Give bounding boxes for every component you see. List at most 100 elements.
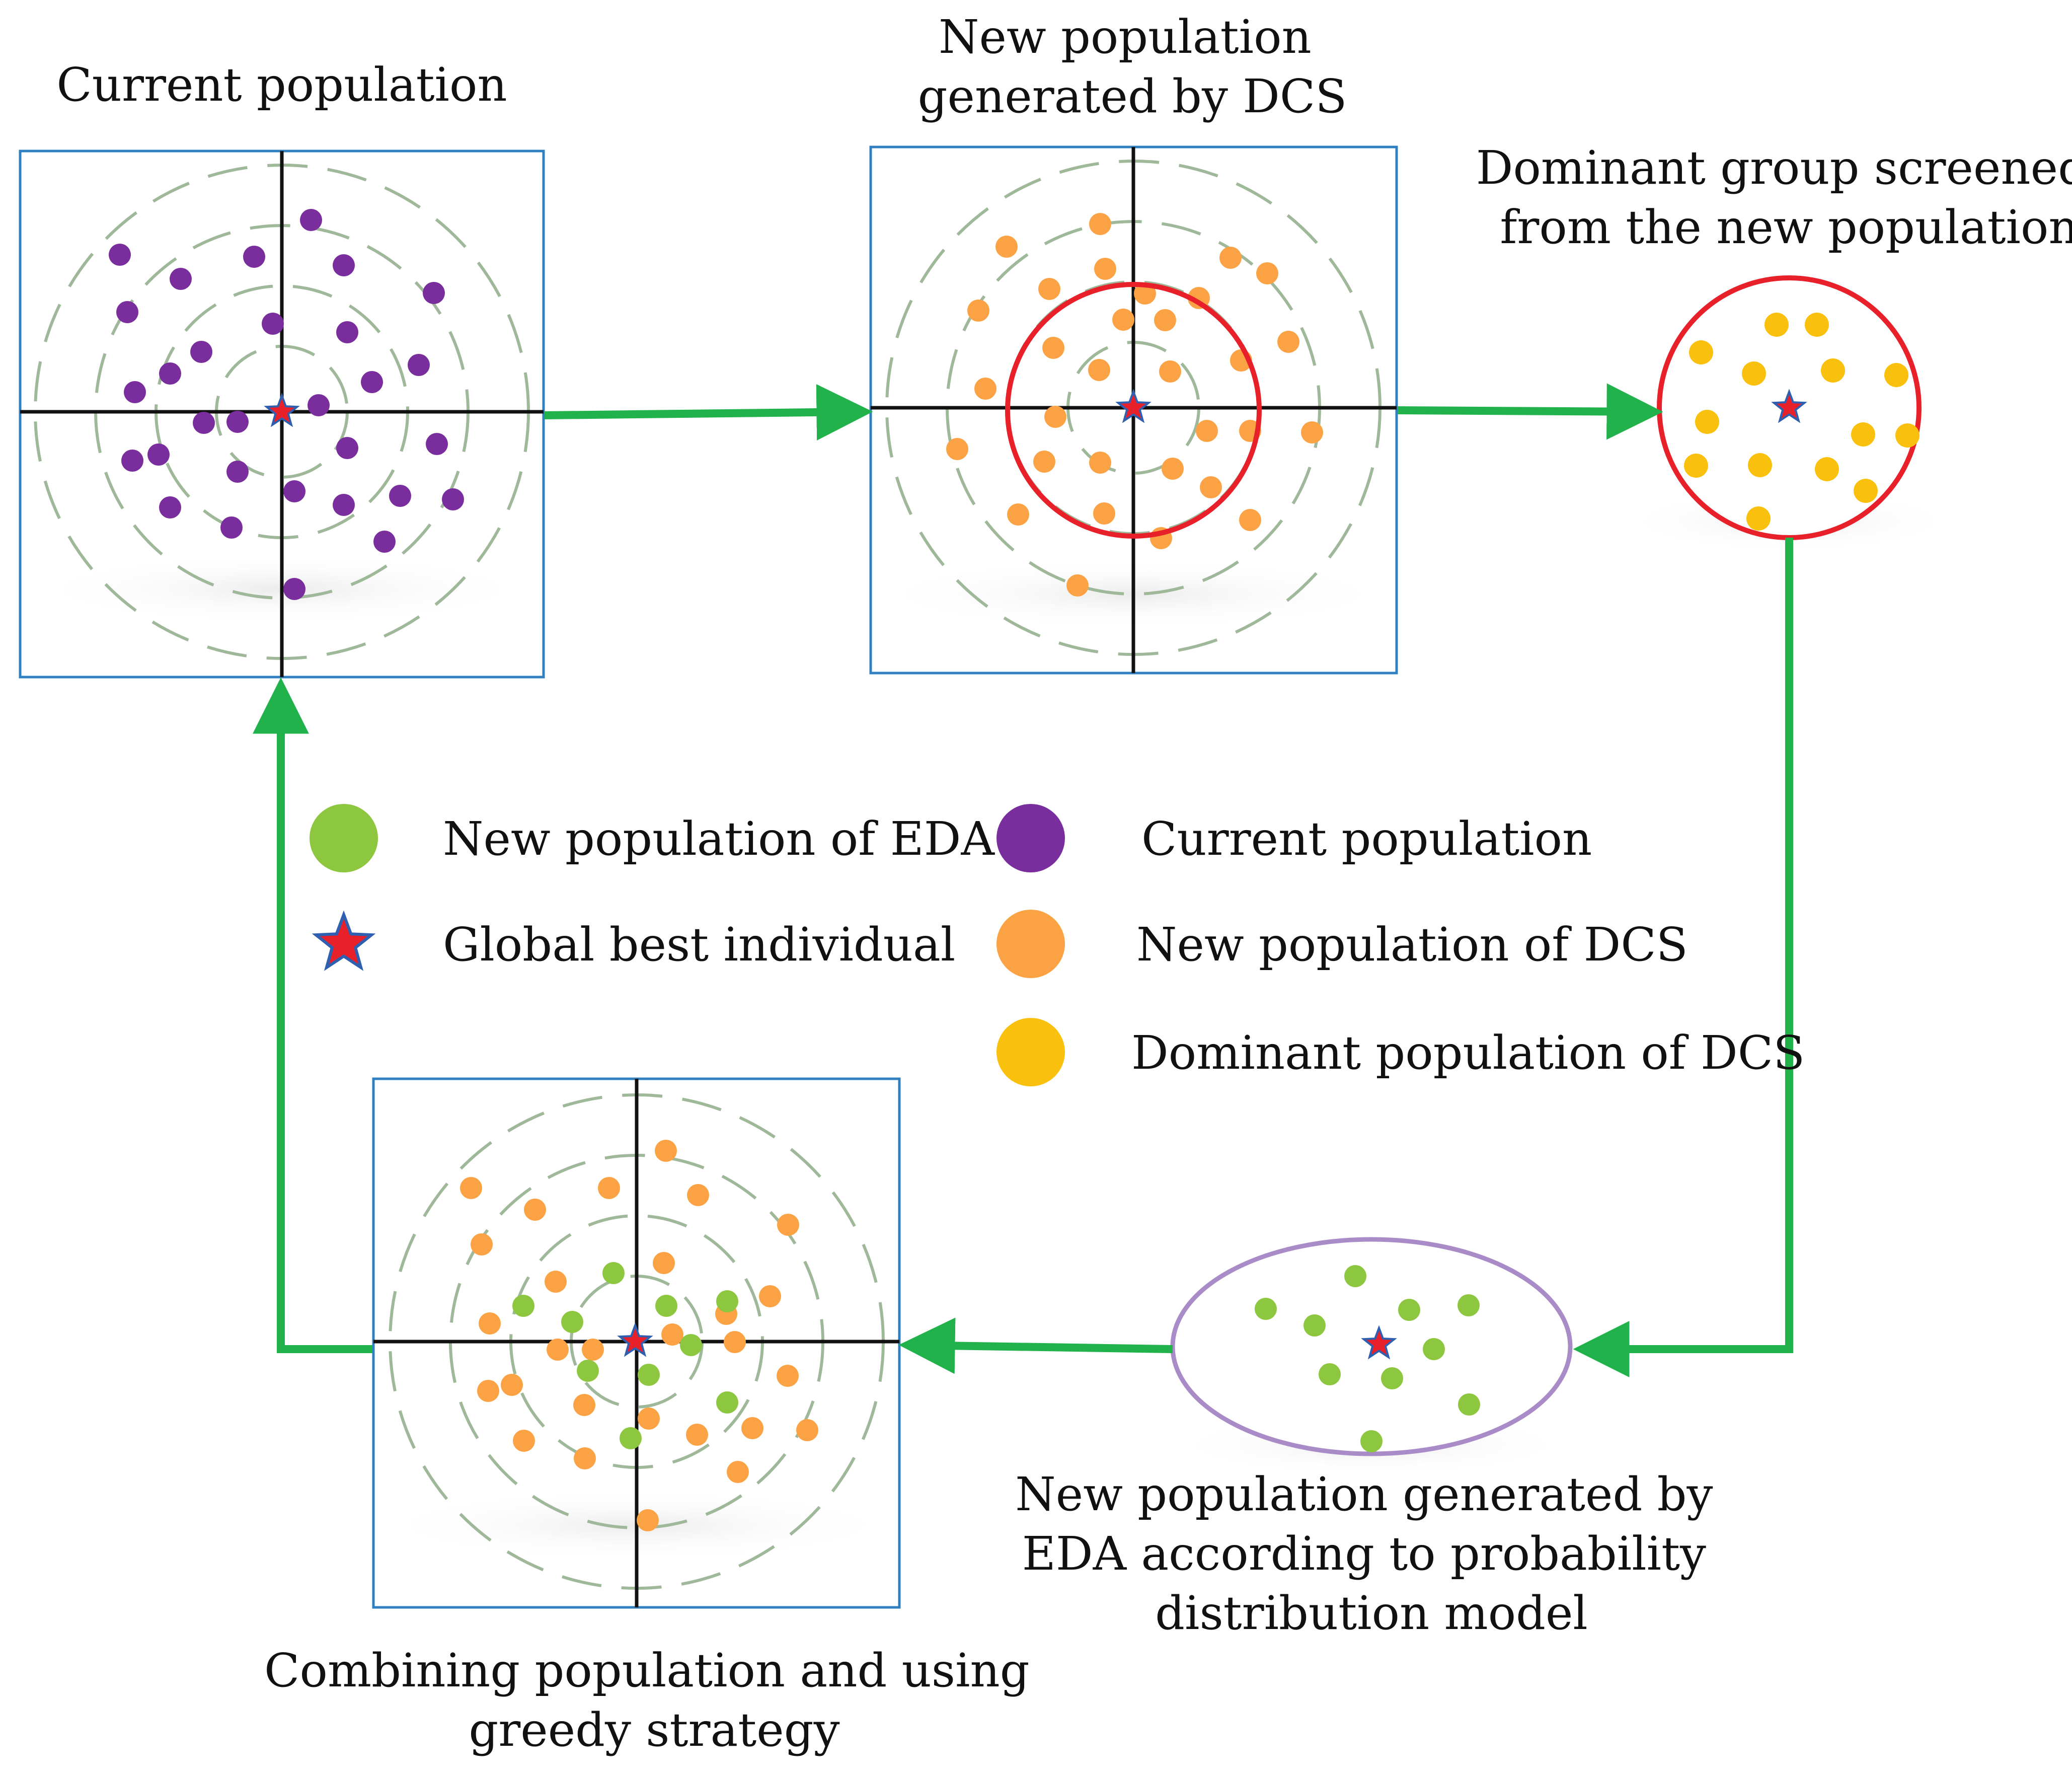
combined-dcs-dot xyxy=(638,1408,660,1430)
eda-population-dot xyxy=(1398,1299,1420,1321)
current-population-dot xyxy=(170,268,192,290)
combined-dcs-dot xyxy=(524,1199,546,1221)
dcs-population-dot xyxy=(1044,406,1066,428)
dcs-population-dot xyxy=(1239,509,1261,531)
current-population-dot xyxy=(361,371,383,393)
eda-population-dot xyxy=(1381,1367,1403,1389)
dominant-group-panel xyxy=(1623,275,1955,551)
combined-dcs-dot xyxy=(513,1430,535,1452)
legend: New population of EDA Global best indivi… xyxy=(310,804,1805,1086)
current-population-dot xyxy=(333,254,355,276)
combined-eda-dot xyxy=(577,1360,599,1382)
legend-item-current-population: Current population xyxy=(996,804,1592,872)
current-population-dots xyxy=(109,209,464,600)
dcs-population-dot xyxy=(1277,331,1299,353)
current-population-dot xyxy=(147,443,170,466)
dominant-population-dot xyxy=(1764,313,1789,337)
combined-dcs-dot xyxy=(741,1417,763,1439)
legend-item-new-population-eda: New population of EDA xyxy=(310,804,995,872)
current-population-dot xyxy=(193,412,215,434)
title-combined-population: Combining population and using greedy st… xyxy=(264,1644,1044,1757)
star-icon xyxy=(312,910,376,971)
dcs-population-dot xyxy=(1094,258,1116,280)
combined-population-panel xyxy=(372,1077,901,1609)
eda-population-dot xyxy=(1458,1393,1480,1416)
legend-marker-dominant xyxy=(996,1018,1065,1086)
combined-eda-dot xyxy=(680,1334,702,1356)
combined-dcs-dot xyxy=(687,1184,709,1206)
combined-dcs-dot xyxy=(796,1419,818,1441)
combined-dcs-dot xyxy=(777,1365,799,1387)
legend-label-global-best: Global best individual xyxy=(443,918,955,972)
current-population-panel xyxy=(19,150,545,679)
current-population-dot xyxy=(389,485,411,507)
flow-arrows xyxy=(253,383,1793,1377)
dcs-population-dot xyxy=(1093,502,1115,525)
dcs-population-dot xyxy=(1088,359,1110,381)
combined-eda-dot xyxy=(602,1262,625,1284)
legend-marker-eda xyxy=(310,804,378,872)
combined-dcs-dot xyxy=(501,1374,523,1396)
dcs-population-dot xyxy=(1089,213,1111,235)
combined-dcs-dot xyxy=(724,1331,746,1353)
eda-population-panel xyxy=(1170,1237,1573,1475)
eda-population-dot xyxy=(1344,1265,1366,1287)
combined-dcs-dot xyxy=(777,1214,799,1236)
combined-population-dots xyxy=(460,1140,818,1531)
combined-dcs-dot xyxy=(759,1285,781,1307)
combined-dcs-dot xyxy=(460,1177,482,1199)
combined-dcs-dot xyxy=(653,1252,675,1274)
title-eda-population: New population generated by EDA accordin… xyxy=(1015,1467,1727,1640)
combined-dcs-dot xyxy=(598,1177,620,1199)
current-population-dot xyxy=(308,394,330,416)
current-population-dot xyxy=(243,246,265,268)
dominant-population-dot xyxy=(1851,422,1875,447)
arrow-combined-to-current xyxy=(253,677,372,1353)
dcs-population-dot xyxy=(1256,262,1278,284)
arrow-dcs-to-dominant xyxy=(1397,383,1663,440)
dcs-population-dot xyxy=(1038,278,1060,300)
legend-label-dominant: Dominant population of DCS xyxy=(1131,1026,1805,1080)
star-icon xyxy=(264,393,300,427)
combined-eda-dot xyxy=(561,1311,583,1333)
star-icon xyxy=(617,1322,653,1357)
global-best-star-icon xyxy=(264,393,300,427)
combined-eda-dot xyxy=(716,1290,738,1312)
combined-dcs-dot xyxy=(573,1394,595,1416)
star-icon xyxy=(1115,389,1152,423)
dominant-population-dot xyxy=(1746,506,1771,531)
dcs-population-dot xyxy=(1089,452,1111,474)
legend-marker-current xyxy=(996,804,1065,872)
current-population-dot xyxy=(442,488,464,510)
eda-population-dot xyxy=(1319,1363,1341,1385)
current-population-dot xyxy=(159,362,181,385)
dcs-population-panel xyxy=(869,145,1398,675)
arrow-current-to-dcs xyxy=(544,384,873,440)
dominant-population-dot xyxy=(1742,361,1766,386)
dcs-population-dot xyxy=(1033,451,1055,473)
dcs-population-dot xyxy=(974,378,996,400)
dominant-population-dot xyxy=(1884,363,1908,387)
combined-dcs-dot xyxy=(661,1323,683,1346)
dominant-population-dot xyxy=(1748,453,1772,477)
current-population-dot xyxy=(426,433,448,455)
combined-dcs-dot xyxy=(471,1233,493,1255)
dcs-population-dot xyxy=(1200,476,1222,498)
combined-dcs-dot xyxy=(574,1447,596,1469)
eda-population-dot xyxy=(1457,1294,1480,1316)
arrow-eda-to-combined xyxy=(898,1317,1173,1374)
current-population-dot xyxy=(220,516,243,539)
dcs-population-dot xyxy=(1301,421,1323,443)
current-population-dot xyxy=(408,354,430,376)
dcs-population-dot xyxy=(946,438,968,460)
combined-dcs-dot xyxy=(637,1509,659,1531)
combined-dcs-dot xyxy=(479,1312,501,1335)
combined-eda-dot xyxy=(620,1427,642,1449)
current-population-dot xyxy=(423,282,445,304)
dominant-population-dot xyxy=(1805,313,1829,337)
current-population-dot xyxy=(262,313,284,335)
legend-label-dcs: New population of DCS xyxy=(1136,918,1688,972)
dcs-population-dot xyxy=(967,300,989,322)
combined-eda-dot xyxy=(716,1391,738,1414)
combined-eda-dot xyxy=(512,1295,534,1317)
